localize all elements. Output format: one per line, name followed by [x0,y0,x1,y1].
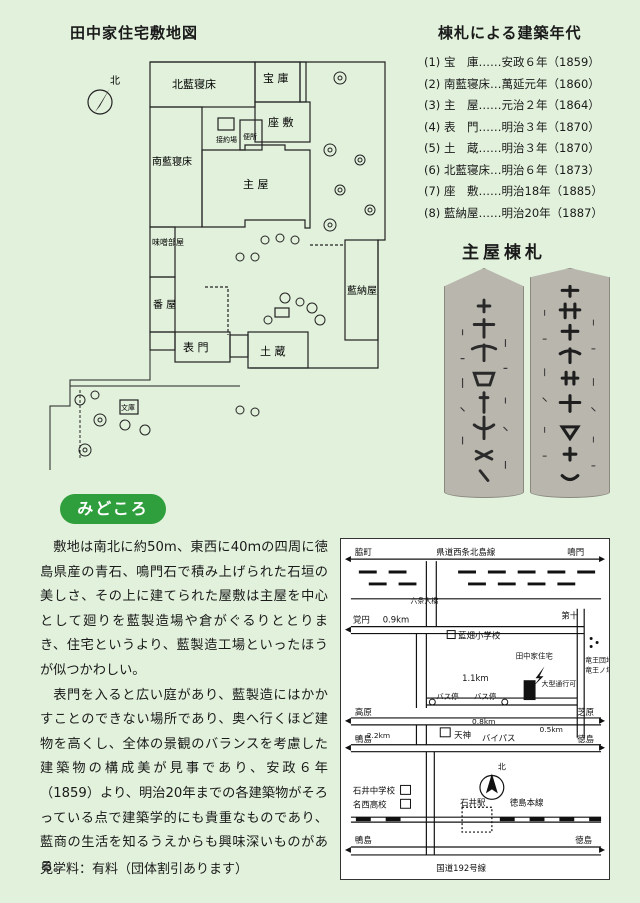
map-label-tanaka: 田中家住宅 [516,650,553,660]
map-label-aihata: 藍畑小学校 [458,631,501,641]
list-item: (7)座 敷……明治18年（1885） [424,184,603,198]
tree-icon [78,443,92,457]
map-north-arrow-icon [479,773,505,800]
access-map: 脇町 県道西条北島線 鳴門 六条大橋 覚円 0.9km 藍畑小学校 第十 田中家… [340,538,610,880]
map-label-kendo: 県道西条北島線 [436,547,496,557]
map-label-bus2: バス停 [474,691,497,701]
map-label-d08: 0.8km [472,717,495,726]
tanaka-house-marker [523,680,536,701]
list-item: (8)藍納屋……明治20年（1887） [424,205,603,220]
map-label-bus1: バス停 [436,691,459,701]
plan-label-zashiki: 座 敷 [268,115,294,129]
plan-label-bunbo: 文庫 [121,403,135,412]
list-item: (6)北藍寝床…明治６年（1873） [424,162,600,177]
map-label-naruto: 鳴門 [567,547,584,557]
shrine-icon [439,727,451,738]
tree-icon [334,184,346,196]
plan-label-takara: 宝 庫 [263,71,289,85]
list-item: (1)宝 庫……安政６年（1859） [424,55,600,69]
plan-label-omoya: 主 屋 [243,178,269,191]
plan-label-miso: 味噌部屋 [152,237,184,247]
plan-label-ban: 番 屋 [153,299,176,311]
tree-icon [263,314,326,326]
map-label-d05: 0.5km [540,725,563,734]
map-label-dai10: 第十 [561,611,578,621]
pointer-arrow-icon [533,666,545,687]
tree-icon [323,143,337,157]
plan-label-kawaya: 便所 [243,132,257,141]
map-label-north: 北 [498,763,506,772]
building-years-title: 棟札による建築年代 [438,24,582,42]
plan-label-setsugyo: 接約場 [216,135,237,144]
map-label-kamojima1: 鴨島 [355,734,372,744]
map-label-tenjin: 天神 [454,730,471,740]
ridge-tag-photo-2 [530,268,610,498]
map-label-ryuo: 竜王団地 [585,655,609,664]
map-label-tokushima2: 徳島 [575,835,592,845]
map-label-bypass: バイパス [482,733,516,743]
map-label-ishii-jhs: 石井中学校 [353,785,396,795]
map-label-d11: 1.1km [462,673,488,683]
map-label-kamojima2: 鴨島 [355,835,372,845]
map-label-meisai: 名西高校 [353,799,387,809]
tree-icon [364,204,376,216]
list-item: (3)主 屋……元治２年（1864） [424,98,600,112]
brush-script-image [460,298,508,482]
plan-north-label: 北 [110,75,120,87]
map-label-shibahara: 芝原 [577,707,594,717]
tree-icon [323,218,337,232]
tree-icon [235,252,260,262]
site-plan-title: 田中家住宅敷地図 [70,24,199,42]
tree-icon [260,233,300,245]
list-item: (5)土 蔵……明治３年（1870） [424,141,600,155]
map-label-ryuo2: 竜王ノ塔 [585,665,609,674]
plan-label-dozo: 土 蔵 [260,345,286,358]
plan-label-minami-aigoshi: 南藍寝床 [152,155,192,168]
building-years-list: (1)宝 庫……安政６年（1859） (2)南藍寝床…萬延元年（1860） (3… [424,52,634,224]
plan-label-ainoya: 藍納屋 [347,284,377,297]
highlights-text: 敷地は南北に約50m、東西に40ｍの四周に徳島県産の青石、鳴門石で積み上げられた… [40,536,328,880]
plan-label-omote: 表 門 [183,340,209,354]
list-item: (4)表 門……明治３年（1870） [424,119,600,134]
map-label-rokujo: 六条大橋 [410,596,438,605]
site-plan: 北 北藍寝床 宝 庫 座 敷 南藍寝床 主 屋 便所 接約場 味噌部屋 番 屋 … [40,50,420,470]
admission-fee: 見学料：有料（団体割引あります） [40,862,249,877]
tree-icon [93,413,107,427]
paragraph: 敷地は南北に約50m、東西に40ｍの四周に徳島県産の青石、鳴門石で積み上げられた… [40,540,328,678]
ridge-tags-title: 主屋棟札 [462,243,546,263]
map-label-ishii-st: 石井駅 [460,797,486,807]
tree-icon [279,292,318,314]
tree-icon [119,419,151,436]
ridge-tag-photo-1 [444,268,524,498]
map-label-wakimachi: 脇町 [355,547,372,557]
highlights-badge: みどころ [60,494,166,524]
map-label-d22: 2.2km [367,731,390,740]
tree-icon [354,154,366,166]
tree-icon [74,390,100,406]
list-item: (2)南藍寝床…萬延元年（1860） [424,76,600,91]
site-plan-drawing: 北 北藍寝床 宝 庫 座 敷 南藍寝床 主 屋 便所 接約場 味噌部屋 番 屋 … [49,61,386,470]
brush-script-image [542,284,596,482]
map-label-taigata: 大型通行可 [542,679,577,688]
map-label-tokushima1: 徳島 [577,734,594,744]
tree-icon [235,405,260,417]
map-label-route192: 国道192号線 [436,863,486,873]
tree-icon [333,71,347,85]
access-map-drawing: 脇町 県道西条北島線 鳴門 六条大橋 覚円 0.9km 藍畑小学校 第十 田中家… [344,547,609,873]
map-label-line: 徳島本線 [510,797,544,807]
map-label-d09: 0.9km [383,615,409,625]
north-arrow-icon [87,88,113,115]
map-label-kakumaru: 覚円 [353,615,370,625]
paragraph: 表門を入ると広い庭があり、藍製造にはかかすことのできない場所であり、奥へ行くほど… [40,687,328,875]
map-label-takahara: 高原 [355,707,372,717]
plan-label-kita-aigoshi: 北藍寝床 [172,77,216,91]
